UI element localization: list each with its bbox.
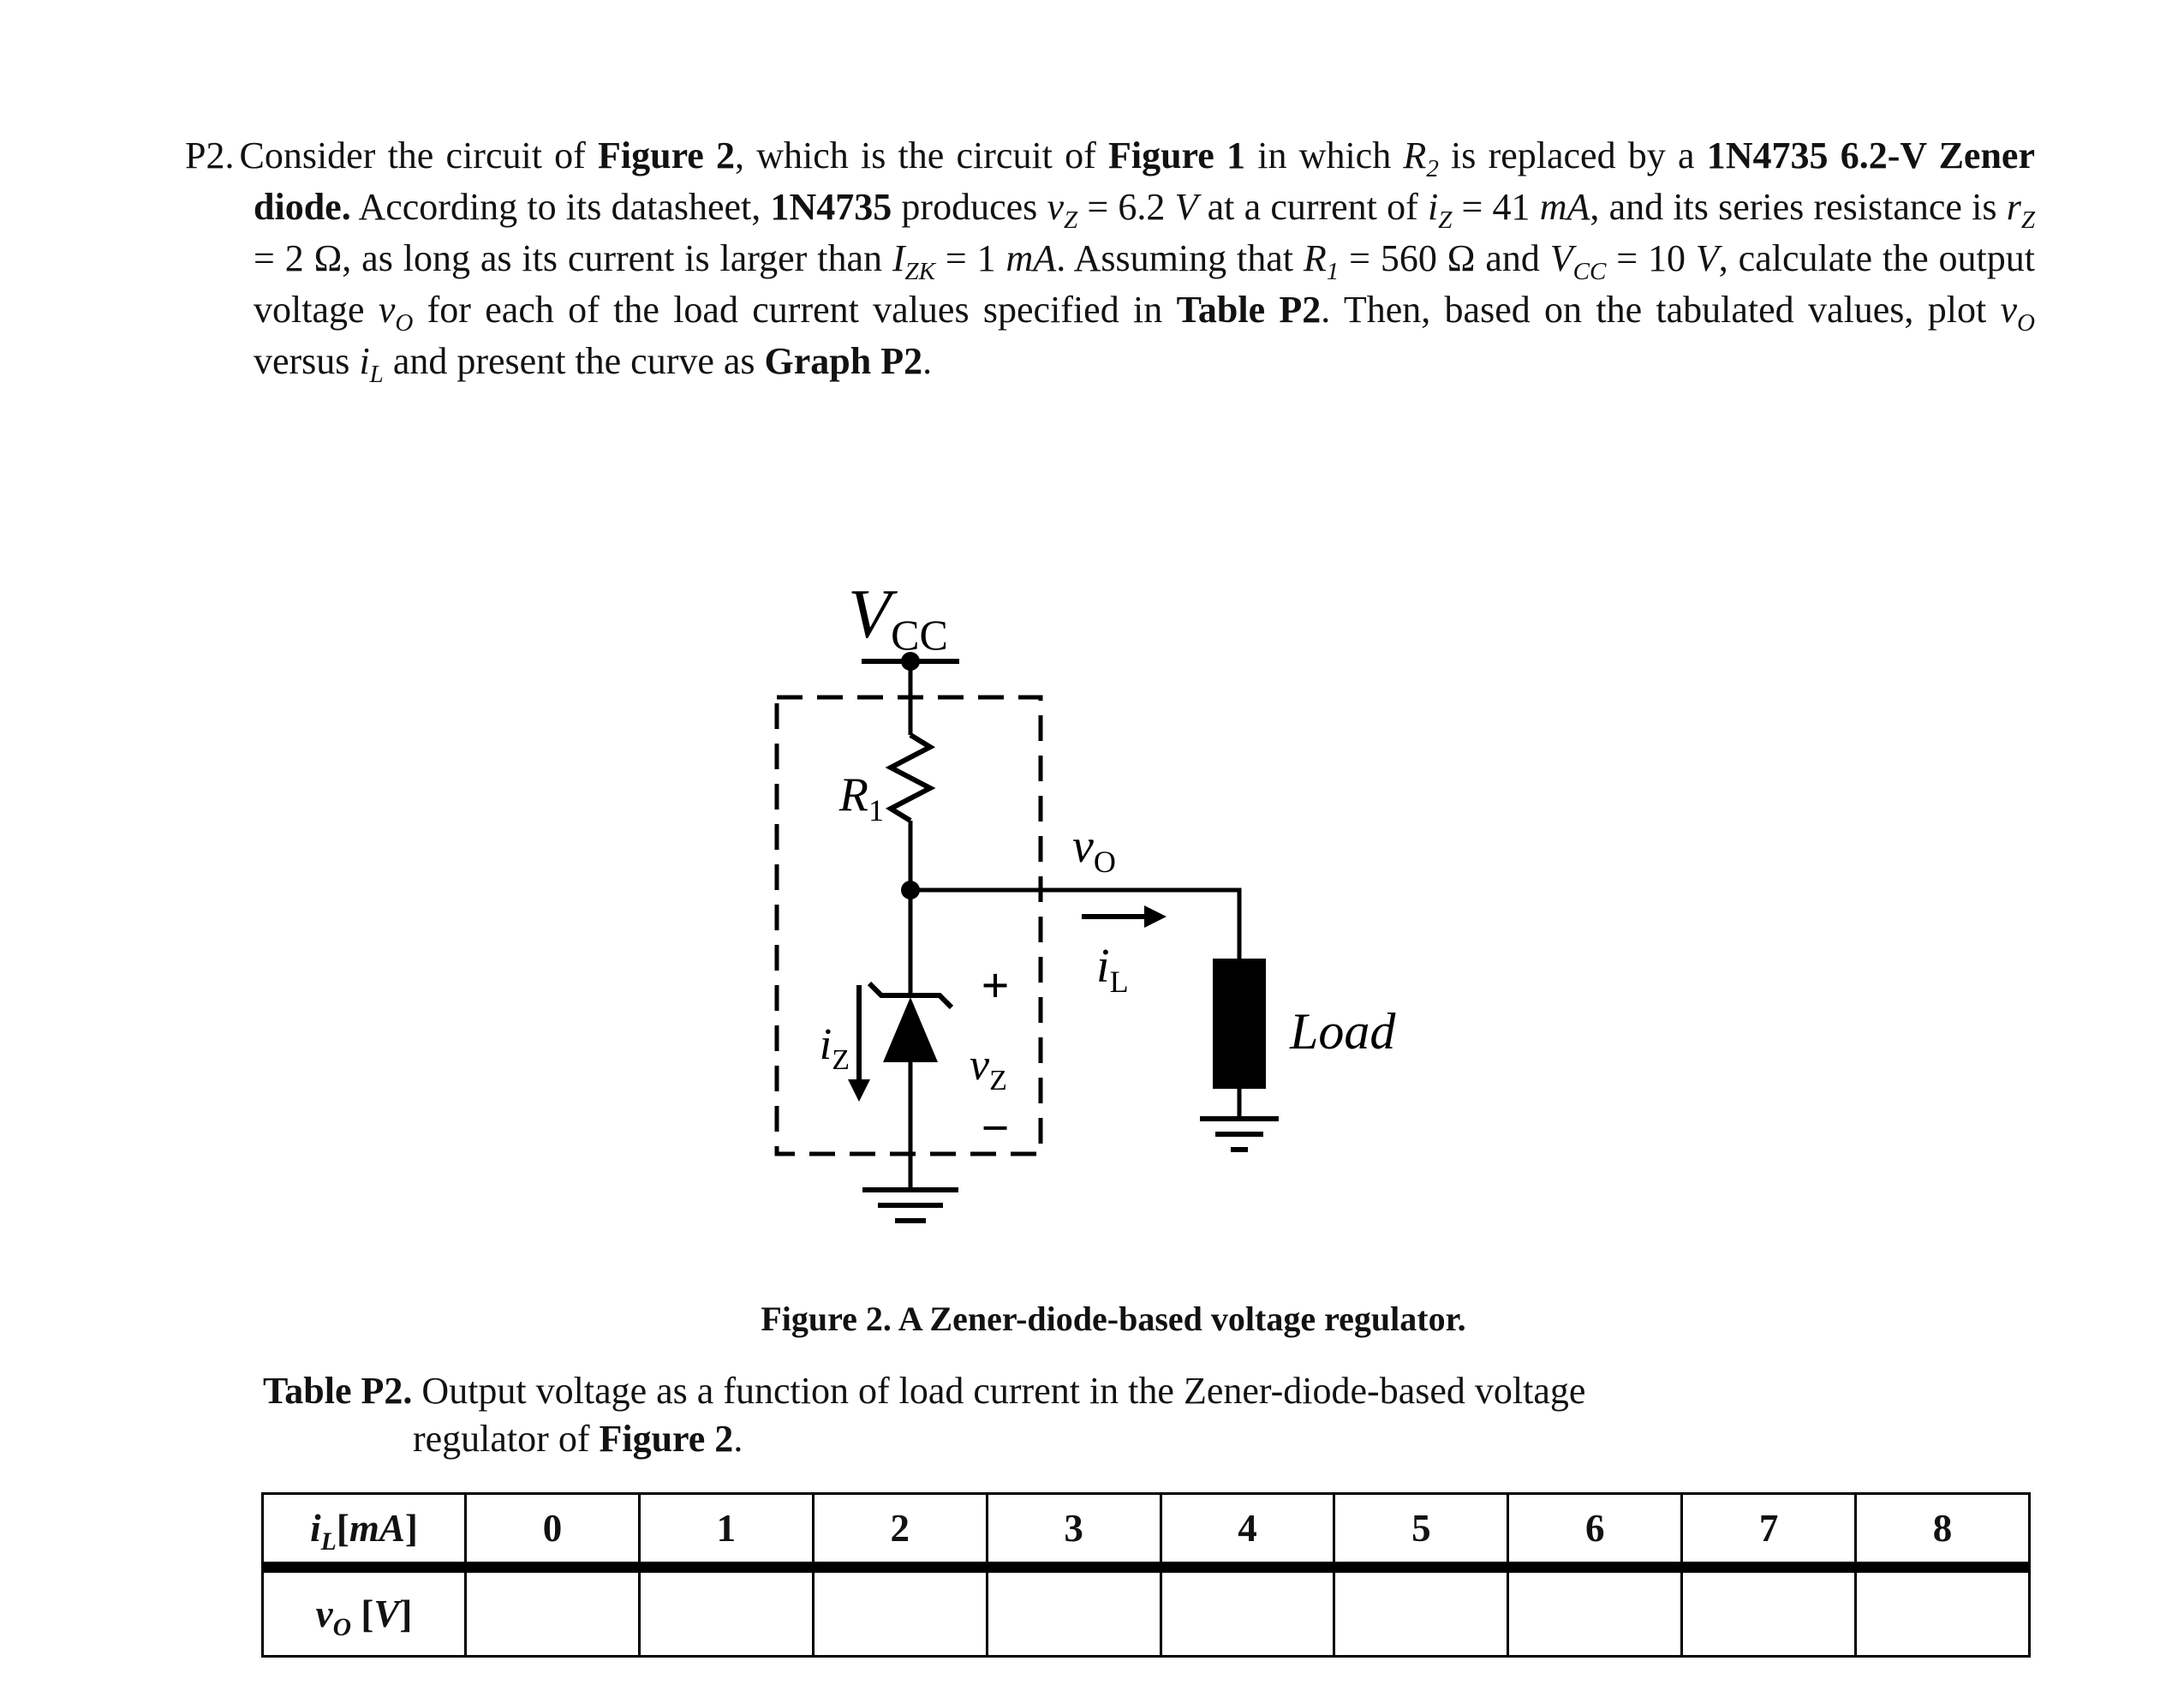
vo-label: vO	[1072, 820, 1116, 879]
figure-caption: Figure 2. A Zener-diode-based voltage re…	[761, 1300, 1466, 1338]
column-header: 6	[1507, 1492, 1684, 1573]
column-header: 8	[1854, 1492, 2031, 1573]
problem-text: Consider the circuit of Figure 2, which …	[239, 134, 2035, 388]
problem-number: P2.	[185, 134, 235, 176]
plus-sign: +	[981, 958, 1009, 1013]
value-cell	[811, 1566, 988, 1658]
column-header: 5	[1333, 1492, 1510, 1573]
column-header: 7	[1680, 1492, 1857, 1573]
header-label-cell: iL[mA]	[261, 1492, 467, 1573]
load-resistor	[1213, 959, 1266, 1089]
column-header: 3	[985, 1492, 1162, 1573]
problem-statement: P2.Consider the circuit of Figure 2, whi…	[185, 130, 2035, 387]
column-header: 0	[464, 1492, 641, 1573]
problem-paragraph: P2.Consider the circuit of Figure 2, whi…	[185, 130, 2035, 387]
value-cell	[1507, 1566, 1684, 1658]
vcc-label: VCC	[848, 575, 948, 659]
value-cell	[1333, 1566, 1510, 1658]
column-header: 1	[637, 1492, 815, 1573]
value-cell	[1854, 1566, 2031, 1658]
circuit-diagram-svg: VCC R1 vO iL	[774, 575, 1396, 1223]
figure-2: VCC R1 vO iL	[728, 541, 1499, 1339]
wire-output	[910, 887, 1242, 959]
value-cell	[464, 1566, 641, 1658]
il-label: iL	[1096, 940, 1129, 999]
minus-sign: −	[981, 1100, 1009, 1156]
table-caption-line2: regulator of Figure 2.	[413, 1418, 743, 1461]
iz-arrowhead	[848, 1079, 870, 1102]
zener-cathode-bar	[867, 981, 954, 1010]
r1-label: R1	[838, 768, 884, 828]
iz-label: iZ	[820, 1020, 850, 1076]
row-label-cell: vO [V]	[261, 1566, 467, 1658]
il-arrowhead	[1144, 905, 1167, 928]
table-caption: Table P2. Output voltage as a function o…	[263, 1367, 1585, 1464]
value-cell	[985, 1566, 1162, 1658]
column-header: 2	[811, 1492, 988, 1573]
value-cell	[637, 1566, 815, 1658]
zener-diode-symbol	[883, 997, 938, 1062]
ground-symbol-load	[1200, 1116, 1279, 1152]
load-label: Load	[1289, 1003, 1396, 1060]
table-value-row: vO [V]	[261, 1566, 2031, 1658]
ground-symbol-zener	[862, 1187, 958, 1223]
value-cell	[1159, 1566, 1336, 1658]
value-cell	[1680, 1566, 1857, 1658]
resistor-symbol	[885, 732, 936, 823]
column-header: 4	[1159, 1492, 1336, 1573]
table-caption-line1: Table P2. Output voltage as a function o…	[263, 1370, 1586, 1412]
vz-label: vZ	[970, 1041, 1007, 1096]
